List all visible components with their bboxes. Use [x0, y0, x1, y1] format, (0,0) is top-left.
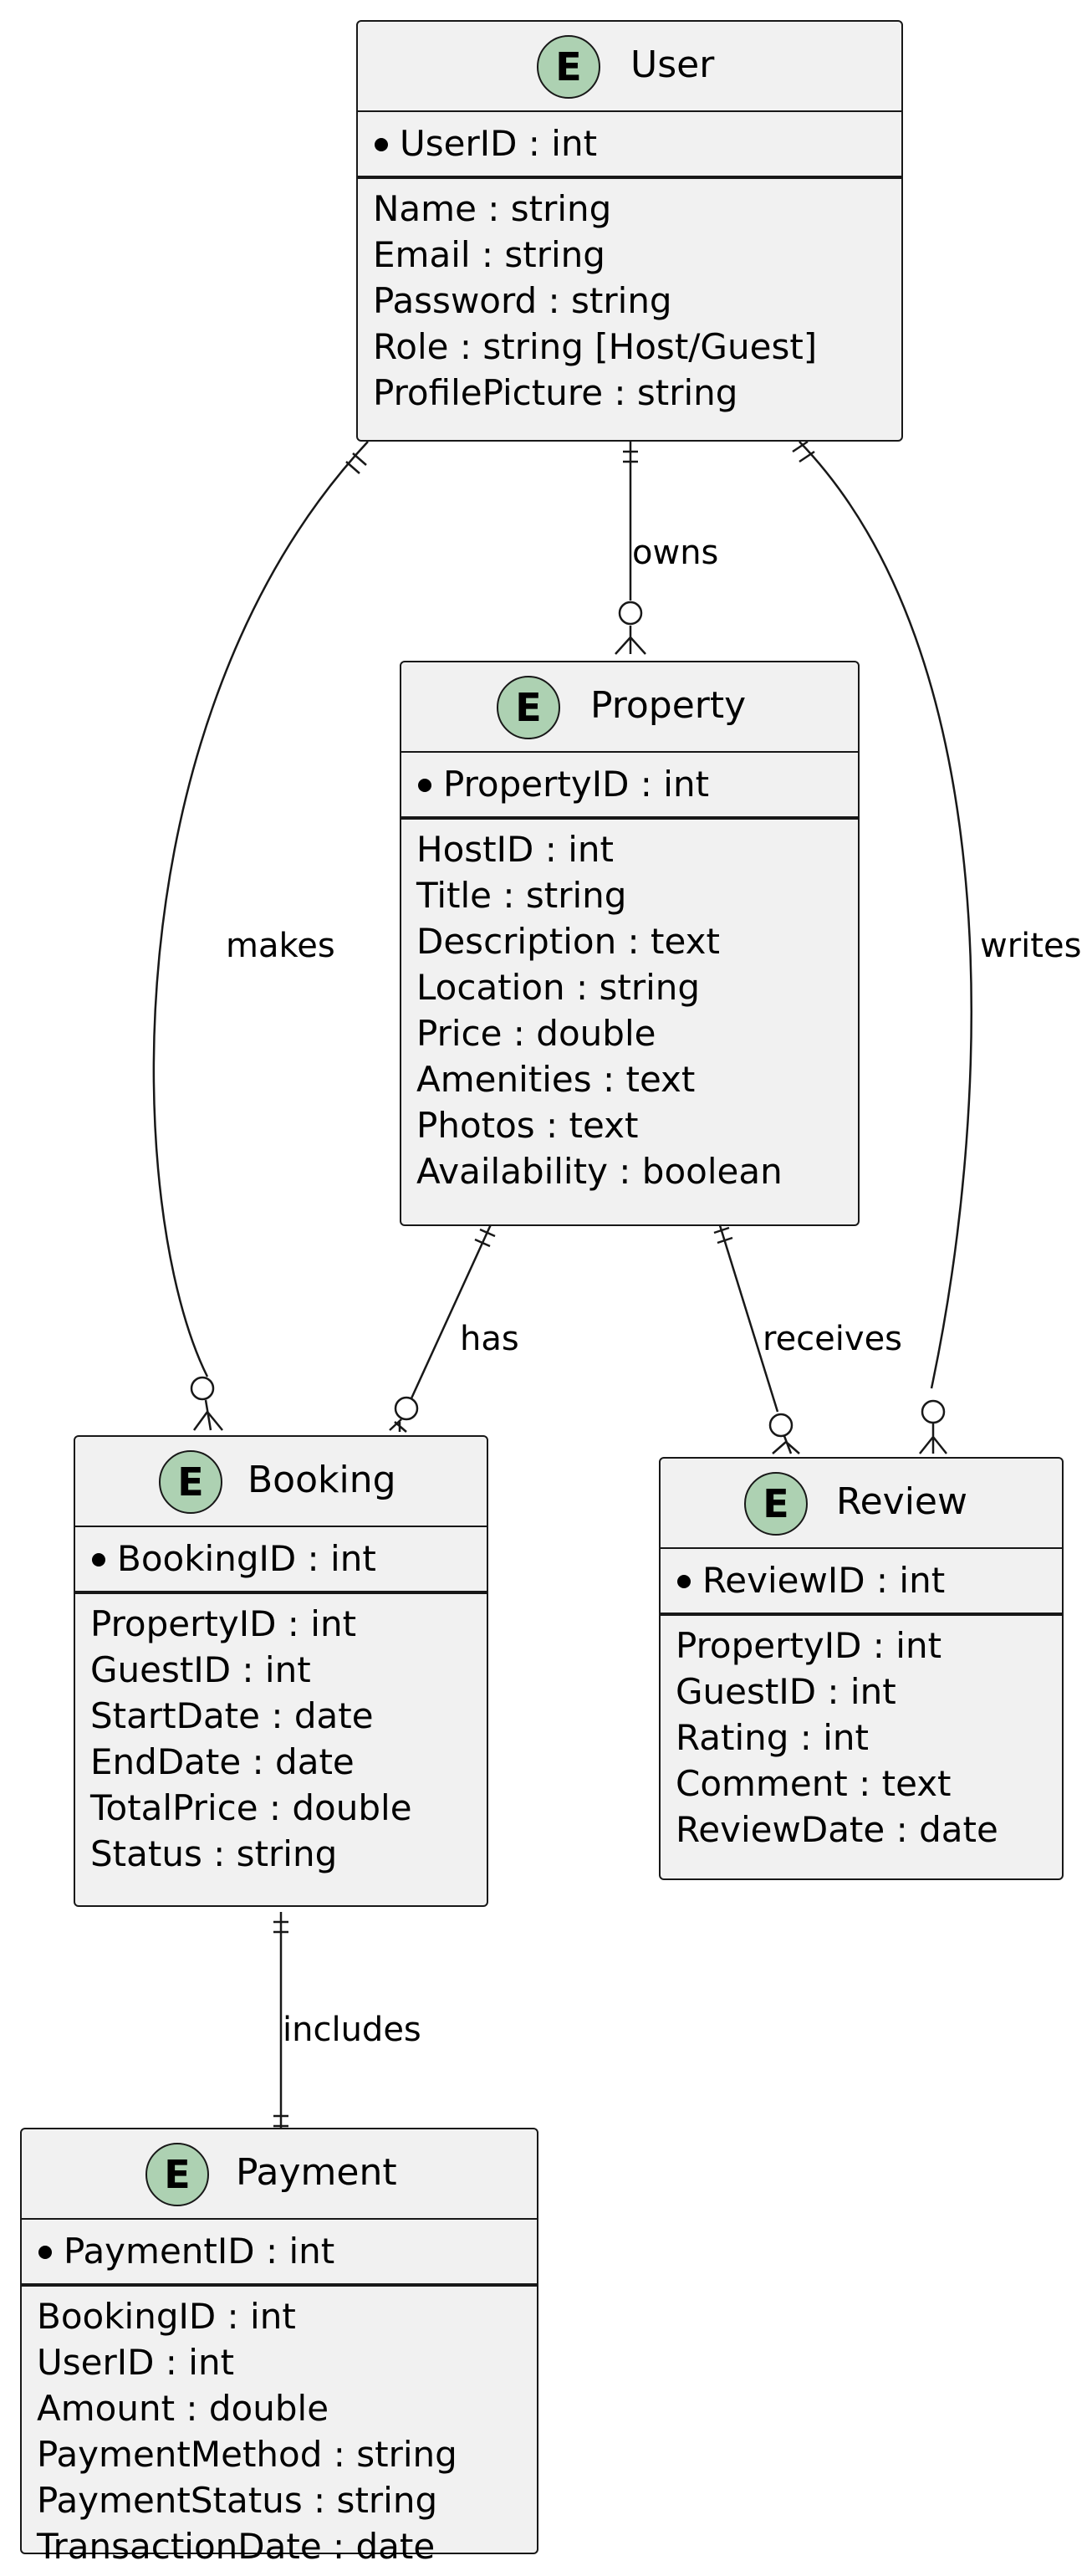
entity-user-header: E User [358, 22, 901, 112]
entity-payment-header: E Payment [22, 2129, 537, 2220]
rel-includes-line [273, 1912, 288, 2138]
entity-user-primary-key: UserID : int [358, 112, 901, 179]
attribute: HostID : int [416, 829, 614, 870]
attribute: StartDate : date [90, 1695, 374, 1736]
entity-property-primary-key: PropertyID : int [401, 753, 858, 820]
attribute: Location : string [416, 967, 701, 1008]
key-bullet-icon [375, 137, 388, 151]
entity-payment-title: Payment [236, 2151, 397, 2194]
attribute: Password : string [373, 280, 672, 321]
attribute: PropertyID : int [676, 1625, 942, 1666]
entity-review-attributes: PropertyID : int GuestID : int Rating : … [661, 1616, 1062, 1853]
attribute: Status : string [90, 1833, 338, 1874]
entity-review-header: E Review [661, 1459, 1062, 1549]
pk-label: PropertyID : int [443, 764, 710, 805]
attribute: ProfilePicture : string [373, 372, 738, 413]
entity-user-title: User [630, 43, 715, 86]
attribute: PaymentStatus : string [37, 2480, 438, 2521]
attribute: UserID : int [37, 2342, 235, 2383]
attribute: PropertyID : int [90, 1603, 357, 1644]
rel-label-includes: includes [283, 2011, 421, 2049]
attribute: TransactionDate : date [37, 2526, 436, 2567]
entity-property-title: Property [590, 684, 747, 727]
pk-label: ReviewID : int [702, 1560, 946, 1601]
attribute: Photos : text [416, 1105, 639, 1146]
attribute: ReviewDate : date [676, 1809, 998, 1850]
attribute: Availability : boolean [416, 1151, 783, 1192]
attribute: Title : string [416, 875, 627, 916]
attribute: Email : string [373, 234, 605, 275]
attribute: BookingID : int [37, 2296, 296, 2337]
attribute: TotalPrice : double [90, 1787, 412, 1828]
key-bullet-icon [92, 1552, 105, 1567]
attribute: PaymentMethod : string [37, 2434, 457, 2475]
attribute: GuestID : int [90, 1649, 311, 1690]
entity-payment-attributes: BookingID : int UserID : int Amount : do… [22, 2287, 537, 2569]
entity-review[interactable]: E Review ReviewID : int PropertyID : int… [659, 1457, 1064, 1880]
rel-receives-line [713, 1222, 800, 1454]
attribute: Amount : double [37, 2388, 329, 2429]
entity-badge-icon: E [159, 1450, 222, 1514]
entity-badge-icon: E [145, 2143, 209, 2206]
entity-booking-header: E Booking [75, 1437, 487, 1527]
entity-review-primary-key: ReviewID : int [661, 1549, 1062, 1616]
entity-payment-primary-key: PaymentID : int [22, 2220, 537, 2287]
entity-property-header: E Property [401, 662, 858, 753]
entity-badge-icon: E [537, 35, 600, 99]
rel-has-line [389, 1222, 496, 1433]
entity-payment[interactable]: E Payment PaymentID : int BookingID : in… [20, 2128, 538, 2567]
key-bullet-icon [38, 2245, 52, 2259]
rel-label-owns: owns [632, 534, 718, 572]
attribute: Price : double [416, 1013, 656, 1054]
pk-label: BookingID : int [117, 1538, 376, 1579]
entity-badge-icon: E [744, 1472, 808, 1536]
attribute: Description : text [416, 921, 720, 962]
attribute: GuestID : int [676, 1671, 896, 1712]
entity-review-title: Review [836, 1480, 967, 1523]
rel-makes-line [152, 441, 369, 1431]
rel-owns-line [615, 442, 646, 655]
entity-property[interactable]: E Property PropertyID : int HostID : int… [400, 661, 860, 1226]
rel-label-makes: makes [226, 927, 335, 965]
rel-label-has: has [460, 1320, 519, 1358]
attribute: Rating : int [676, 1717, 870, 1758]
entity-user[interactable]: E User UserID : int Name : string Email … [356, 20, 903, 442]
attribute: EndDate : date [90, 1741, 355, 1782]
entity-booking[interactable]: E Booking BookingID : int PropertyID : i… [74, 1435, 488, 1907]
attribute: Comment : text [676, 1763, 952, 1804]
rel-writes-line [792, 440, 972, 1454]
attribute: Name : string [373, 188, 612, 229]
pk-label: UserID : int [400, 123, 598, 164]
attribute: Amenities : text [416, 1059, 696, 1100]
pk-label: PaymentID : int [64, 2231, 335, 2272]
key-bullet-icon [418, 778, 431, 792]
entity-booking-attributes: PropertyID : int GuestID : int StartDate… [75, 1594, 487, 1877]
entity-booking-title: Booking [247, 1459, 396, 1501]
entity-property-attributes: HostID : int Title : string Description … [401, 820, 858, 1194]
attribute: Role : string [Host/Guest] [373, 326, 818, 367]
rel-label-writes: writes [980, 927, 1081, 965]
entity-badge-icon: E [497, 676, 560, 739]
rel-label-receives: receives [763, 1320, 902, 1358]
entity-user-attributes: Name : string Email : string Password : … [358, 179, 901, 416]
key-bullet-icon [677, 1574, 691, 1588]
entity-booking-primary-key: BookingID : int [75, 1527, 487, 1594]
